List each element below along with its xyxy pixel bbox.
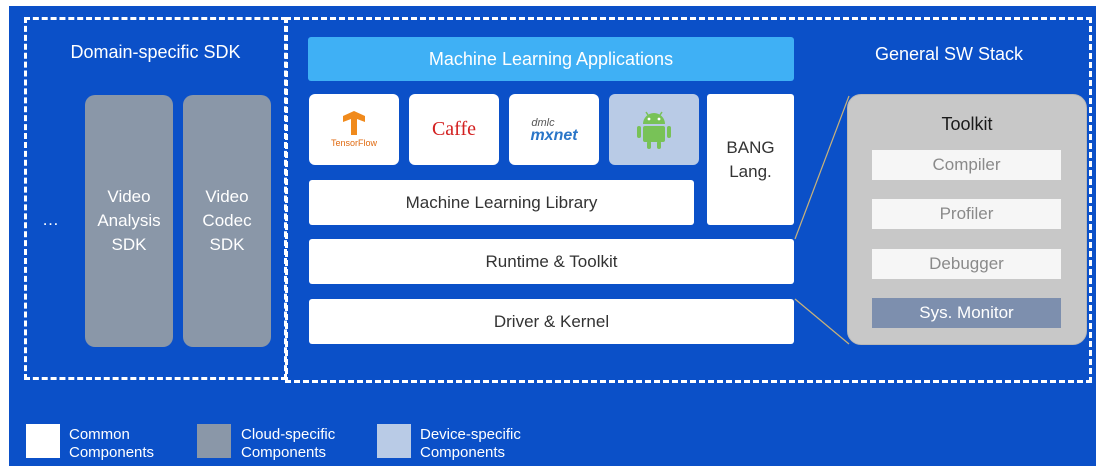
tensorflow-label: TensorFlow (330, 138, 377, 148)
ellipsis-label: … (42, 210, 59, 229)
mxnet-label: mxnet (530, 126, 578, 144)
legend-device-swatch (377, 424, 411, 458)
toolkit-connector (794, 95, 850, 345)
toolkit-debugger: Debugger (872, 249, 1061, 279)
toolkit-sys-monitor: Sys. Monitor (872, 298, 1061, 328)
domain-sdk-title: Domain-specific SDK (70, 42, 241, 62)
ml-applications-banner: Machine Learning Applications (308, 37, 794, 81)
legend-cloud-label: Cloud-specific Components (241, 426, 336, 461)
legend-common-swatch (26, 424, 60, 458)
legend-device-label: Device-specific Components (420, 426, 521, 461)
video-analysis-sdk-label: Video Analysis SDK (97, 187, 161, 254)
general-sw-stack-group (285, 17, 1092, 383)
tensorflow-tile: TensorFlow (309, 94, 399, 165)
architecture-diagram: Domain-specific SDK … Video Analysis SDK… (9, 6, 1096, 466)
mxnet-top-label: dmlc (531, 116, 555, 129)
runtime-toolkit-block: Runtime & Toolkit (309, 239, 794, 284)
caffe-label: Caffe (431, 118, 477, 140)
video-codec-sdk: Video Codec SDK (183, 95, 271, 347)
tensorflow-icon (343, 111, 365, 135)
bang-lang-label: BANG Lang. (726, 137, 775, 181)
toolkit-title: Toolkit (941, 114, 993, 134)
bang-lang-block: BANG Lang. (707, 94, 794, 225)
video-analysis-sdk: Video Analysis SDK (85, 95, 173, 347)
driver-kernel-block: Driver & Kernel (309, 299, 794, 344)
legend-cloud-swatch (197, 424, 231, 458)
android-icon (637, 111, 671, 149)
android-tile (609, 94, 699, 165)
mxnet-tile: dmlc mxnet (509, 94, 599, 165)
toolkit-compiler: Compiler (872, 150, 1061, 180)
general-sw-stack-title: General SW Stack (874, 44, 1024, 64)
caffe-tile: Caffe (409, 94, 499, 165)
ml-library-block: Machine Learning Library (309, 180, 694, 225)
legend-common-label: Common Components (69, 426, 155, 461)
toolkit-profiler: Profiler (872, 199, 1061, 229)
video-codec-sdk-label: Video Codec SDK (202, 187, 252, 254)
